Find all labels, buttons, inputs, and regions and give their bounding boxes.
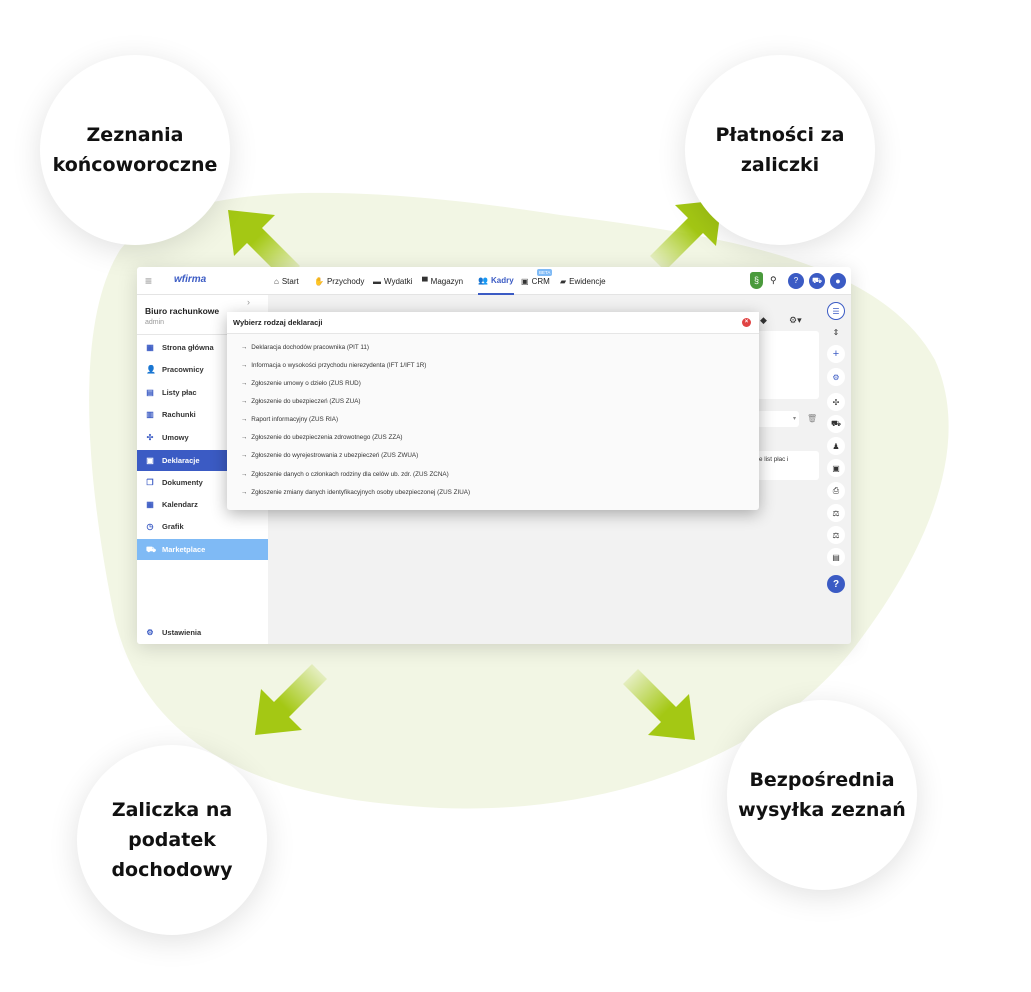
print-icon[interactable]: ⎙ <box>827 482 845 500</box>
folder-icon: ▰ <box>560 276 567 286</box>
declaration-option[interactable]: →Zgłoszenie zmiany danych identyfikacyjn… <box>241 489 471 496</box>
declaration-option[interactable]: →Deklaracja dochodów pracownika (PIT 11) <box>241 344 370 351</box>
gears-icon[interactable]: ⚙ <box>827 368 845 386</box>
handshake-icon: ✣ <box>146 433 154 442</box>
arrow-top-left <box>228 210 300 281</box>
arrow-bottom-right <box>623 669 695 740</box>
shield-icon[interactable]: § <box>750 272 763 289</box>
bubble-direct-submission: Bezpośrednia wysyłka zeznań <box>727 700 917 890</box>
top-navigation: ≡ wfirma ⌂Start ✋Przychody ▬Wydatki ▀Mag… <box>137 267 851 295</box>
declaration-option[interactable]: →Zgłoszenie danych o członkach rodziny d… <box>241 471 449 478</box>
cart-icon[interactable]: ⛟ <box>809 273 825 289</box>
nav-wydatki[interactable]: ▬Wydatki <box>373 276 413 286</box>
calendar-icon: ▦ <box>146 500 154 509</box>
sidebar-item-ustawienia[interactable]: ⚙Ustawienia <box>146 628 202 637</box>
sidebar-item-strona-glowna[interactable]: ▦Strona główna <box>146 343 214 352</box>
cart-icon[interactable]: ⛟ <box>827 415 845 433</box>
sidebar-item-marketplace[interactable]: ⛟Marketplace <box>137 539 268 560</box>
arrow-right-icon: → <box>241 489 248 496</box>
nav-start[interactable]: ⌂Start <box>274 276 299 286</box>
nav-crm[interactable]: ▣CRM <box>521 276 550 286</box>
hamburger-menu-icon[interactable]: ≡ <box>145 274 153 288</box>
declaration-option[interactable]: →Raport informacyjny (ZUS RIA) <box>241 416 339 423</box>
sidebar-item-rachunki[interactable]: ▥Rachunki <box>146 410 196 419</box>
trash-icon[interactable]: 🗑 <box>807 414 818 423</box>
receipt-icon: ▥ <box>146 410 154 419</box>
divider <box>137 334 268 335</box>
beta-badge: BETA <box>537 269 553 276</box>
nav-magazyn[interactable]: ▀Magazyn <box>422 276 464 286</box>
handshake-icon[interactable]: ✣ <box>827 393 845 411</box>
logo[interactable]: wfirma <box>174 274 207 285</box>
settings-dropdown-icon[interactable]: ⚙▾ <box>789 315 802 325</box>
select-dropdown[interactable]: ▾ <box>757 411 799 427</box>
arrow-bottom-left <box>255 664 327 735</box>
arrow-right-icon: → <box>241 471 248 478</box>
chevron-right-icon[interactable]: › <box>247 297 250 307</box>
user-plus-icon: 👤 <box>146 365 156 374</box>
nav-ewidencje[interactable]: ▰Ewidencje <box>560 276 606 286</box>
calculator-icon: ▤ <box>146 388 154 397</box>
arrow-right-icon: → <box>241 380 248 387</box>
calendar-plus-icon[interactable]: ▣ <box>827 459 845 477</box>
dashboard-icon: ▦ <box>146 343 154 352</box>
income-icon: ✋ <box>314 276 324 286</box>
warehouse-icon: ▀ <box>422 276 428 286</box>
user-tie-icon[interactable]: ♟ <box>827 437 845 455</box>
company-name[interactable]: Biuro rachunkowe <box>145 306 220 316</box>
clock-icon: ◷ <box>146 522 154 531</box>
bubble-advance-payments: Płatności za zaliczki <box>685 55 875 245</box>
wallet-icon: ▬ <box>373 276 381 286</box>
arrow-top-right <box>650 200 722 271</box>
cart-icon: ⛟ <box>146 544 157 554</box>
modal-title: Wybierz rodzaj deklaracji <box>233 318 323 327</box>
arrow-right-icon: → <box>241 344 248 351</box>
users-icon: 👥 <box>478 275 488 285</box>
sidebar-item-dokumenty[interactable]: ❐Dokumenty <box>146 478 203 487</box>
nav-przychody[interactable]: ✋Przychody <box>314 276 365 286</box>
help-icon[interactable]: ? <box>788 273 804 289</box>
sidebar-item-umowy[interactable]: ✣Umowy <box>146 433 189 442</box>
tag-icon[interactable]: ◆ <box>760 315 767 325</box>
bubble-income-tax-advance: Zaliczka na podatek dochodowy <box>77 745 267 935</box>
search-icon[interactable]: ⚲ <box>770 275 777 285</box>
clipboard-check-icon: ▣ <box>146 456 154 465</box>
money-icon[interactable]: ▤ <box>827 548 845 566</box>
panel <box>757 331 819 399</box>
user-avatar-icon[interactable]: ● <box>830 273 846 289</box>
declaration-option[interactable]: →Zgłoszenie umowy o dzieło (ZUS RUD) <box>241 380 361 387</box>
help-icon[interactable]: ? <box>827 575 845 593</box>
nav-kadry[interactable]: 👥Kadry <box>478 267 514 295</box>
user-name: admin <box>145 319 165 326</box>
arrow-right-icon: → <box>241 362 248 369</box>
sort-icon[interactable]: ⇕ <box>832 327 840 337</box>
declaration-option[interactable]: →Zgłoszenie do wyrejestrowania z ubezpie… <box>241 452 419 459</box>
bubble-year-end-returns: Zeznania końcoworoczne <box>40 55 230 245</box>
gear-icon: ⚙ <box>146 628 154 637</box>
declaration-option[interactable]: →Zgłoszenie do ubezpieczenia zdrowotnego… <box>241 434 403 441</box>
scale-icon-2[interactable]: ⚖ <box>827 526 845 544</box>
documents-icon: ❐ <box>146 478 154 487</box>
sidebar-item-kalendarz[interactable]: ▦Kalendarz <box>146 500 198 509</box>
declaration-type-modal: Wybierz rodzaj deklaracji × →Deklaracja … <box>227 312 759 510</box>
app-window: ≡ wfirma ⌂Start ✋Przychody ▬Wydatki ▀Mag… <box>137 267 851 644</box>
home-icon: ⌂ <box>274 276 279 286</box>
info-panel: e list płac i <box>757 451 819 480</box>
sidebar-item-pracownicy[interactable]: 👤Pracownicy <box>146 365 204 374</box>
arrow-right-icon: → <box>241 452 248 459</box>
declaration-option[interactable]: →Zgłoszenie do ubezpieczeń (ZUS ZUA) <box>241 398 361 405</box>
scale-icon[interactable]: ⚖ <box>827 504 845 522</box>
plus-icon[interactable]: + <box>827 345 845 363</box>
list-icon[interactable]: ☰ <box>827 302 845 320</box>
declaration-option[interactable]: →Informacja o wysokości przychodu nierez… <box>241 362 427 369</box>
sidebar-item-listy-plac[interactable]: ▤Listy płac <box>146 388 197 397</box>
sidebar-item-grafik[interactable]: ◷Grafik <box>146 522 184 531</box>
crm-icon: ▣ <box>521 276 529 286</box>
arrow-right-icon: → <box>241 416 248 423</box>
close-icon[interactable]: × <box>742 318 751 327</box>
arrow-right-icon: → <box>241 398 248 405</box>
arrow-right-icon: → <box>241 434 248 441</box>
